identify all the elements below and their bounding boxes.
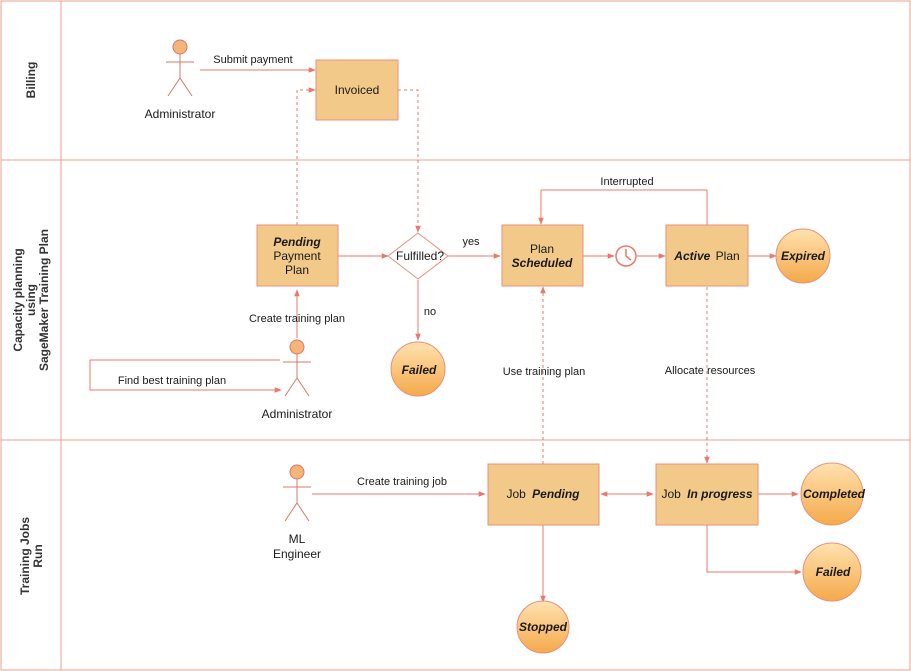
edge-pending-to-invoiced [296, 87, 316, 225]
svg-text:Completed: Completed [803, 487, 866, 501]
label-find-best-training-plan: Find best training plan [118, 375, 226, 387]
lane-label-training-line2: Run [31, 544, 45, 567]
svg-text:Pending: Pending [273, 235, 321, 249]
node-failed-job: Failed [802, 542, 862, 602]
lane-label-capacity-line2: using [24, 284, 38, 316]
svg-text:Scheduled: Scheduled [512, 256, 573, 270]
clock-icon [615, 245, 637, 267]
node-job-in-progress: Job In progress [655, 463, 759, 526]
node-pending-payment-plan: Pending Payment Plan [256, 224, 339, 287]
edge-interrupted [538, 189, 708, 225]
actor-label-admin-billing: Administrator [145, 107, 216, 121]
svg-text:Job In progress: Job In progress [661, 487, 752, 501]
actor-label-admin-capacity: Administrator [262, 407, 333, 421]
node-invoiced: Invoiced [315, 59, 399, 121]
actor-label-ml-engineer-line1: ML [289, 532, 306, 546]
actor-label-ml-engineer-line2: Engineer [273, 547, 321, 561]
node-completed: Completed [800, 462, 866, 526]
label-no: no [424, 306, 436, 318]
label-submit-payment: Submit payment [213, 54, 292, 66]
lane-label-billing: Billing [24, 62, 38, 99]
label-yes: yes [462, 236, 480, 248]
actor-ml-engineer [283, 464, 311, 522]
svg-text:Plan: Plan [285, 263, 309, 277]
lane-label-training-line1: Training Jobs [18, 517, 32, 595]
label-create-training-job: Create training job [357, 476, 447, 488]
lane-label-capacity-line3: SageMaker Training Plan [37, 229, 51, 371]
svg-text:Expired: Expired [781, 249, 826, 263]
svg-text:Payment: Payment [273, 249, 321, 263]
svg-text:Failed: Failed [402, 363, 437, 377]
svg-text:Stopped: Stopped [519, 620, 568, 634]
svg-text:Active Plan: Active Plan [673, 249, 739, 263]
actor-administrator-billing [166, 39, 194, 97]
node-expired: Expired [775, 228, 831, 284]
node-plan-scheduled: Plan Scheduled [501, 224, 584, 287]
label-interrupted: Interrupted [600, 176, 653, 188]
svg-text:Plan: Plan [530, 242, 554, 256]
edge-invoiced-to-fulfilled [398, 89, 421, 233]
node-active-plan: Active Plan [665, 224, 749, 287]
label-allocate-resources: Allocate resources [665, 365, 756, 377]
node-job-pending: Job Pending [487, 463, 600, 526]
lane-label-capacity-line1: Capacity planning [11, 248, 25, 351]
node-stopped: Stopped [516, 600, 570, 654]
actor-administrator-capacity [283, 339, 311, 397]
node-fulfilled-decision: Fulfilled? [387, 232, 449, 280]
node-failed-plan: Failed [390, 341, 446, 397]
edges [89, 67, 802, 603]
svg-text:Invoiced: Invoiced [335, 83, 380, 97]
label-create-training-plan: Create training plan [249, 313, 345, 325]
label-use-training-plan: Use training plan [503, 366, 586, 378]
svg-text:Fulfilled?: Fulfilled? [396, 249, 444, 263]
svg-text:Failed: Failed [816, 565, 851, 579]
edge-find-best-plan [89, 359, 282, 393]
svg-text:Job Pending: Job Pending [506, 487, 580, 501]
edge-to-failed [706, 525, 802, 575]
